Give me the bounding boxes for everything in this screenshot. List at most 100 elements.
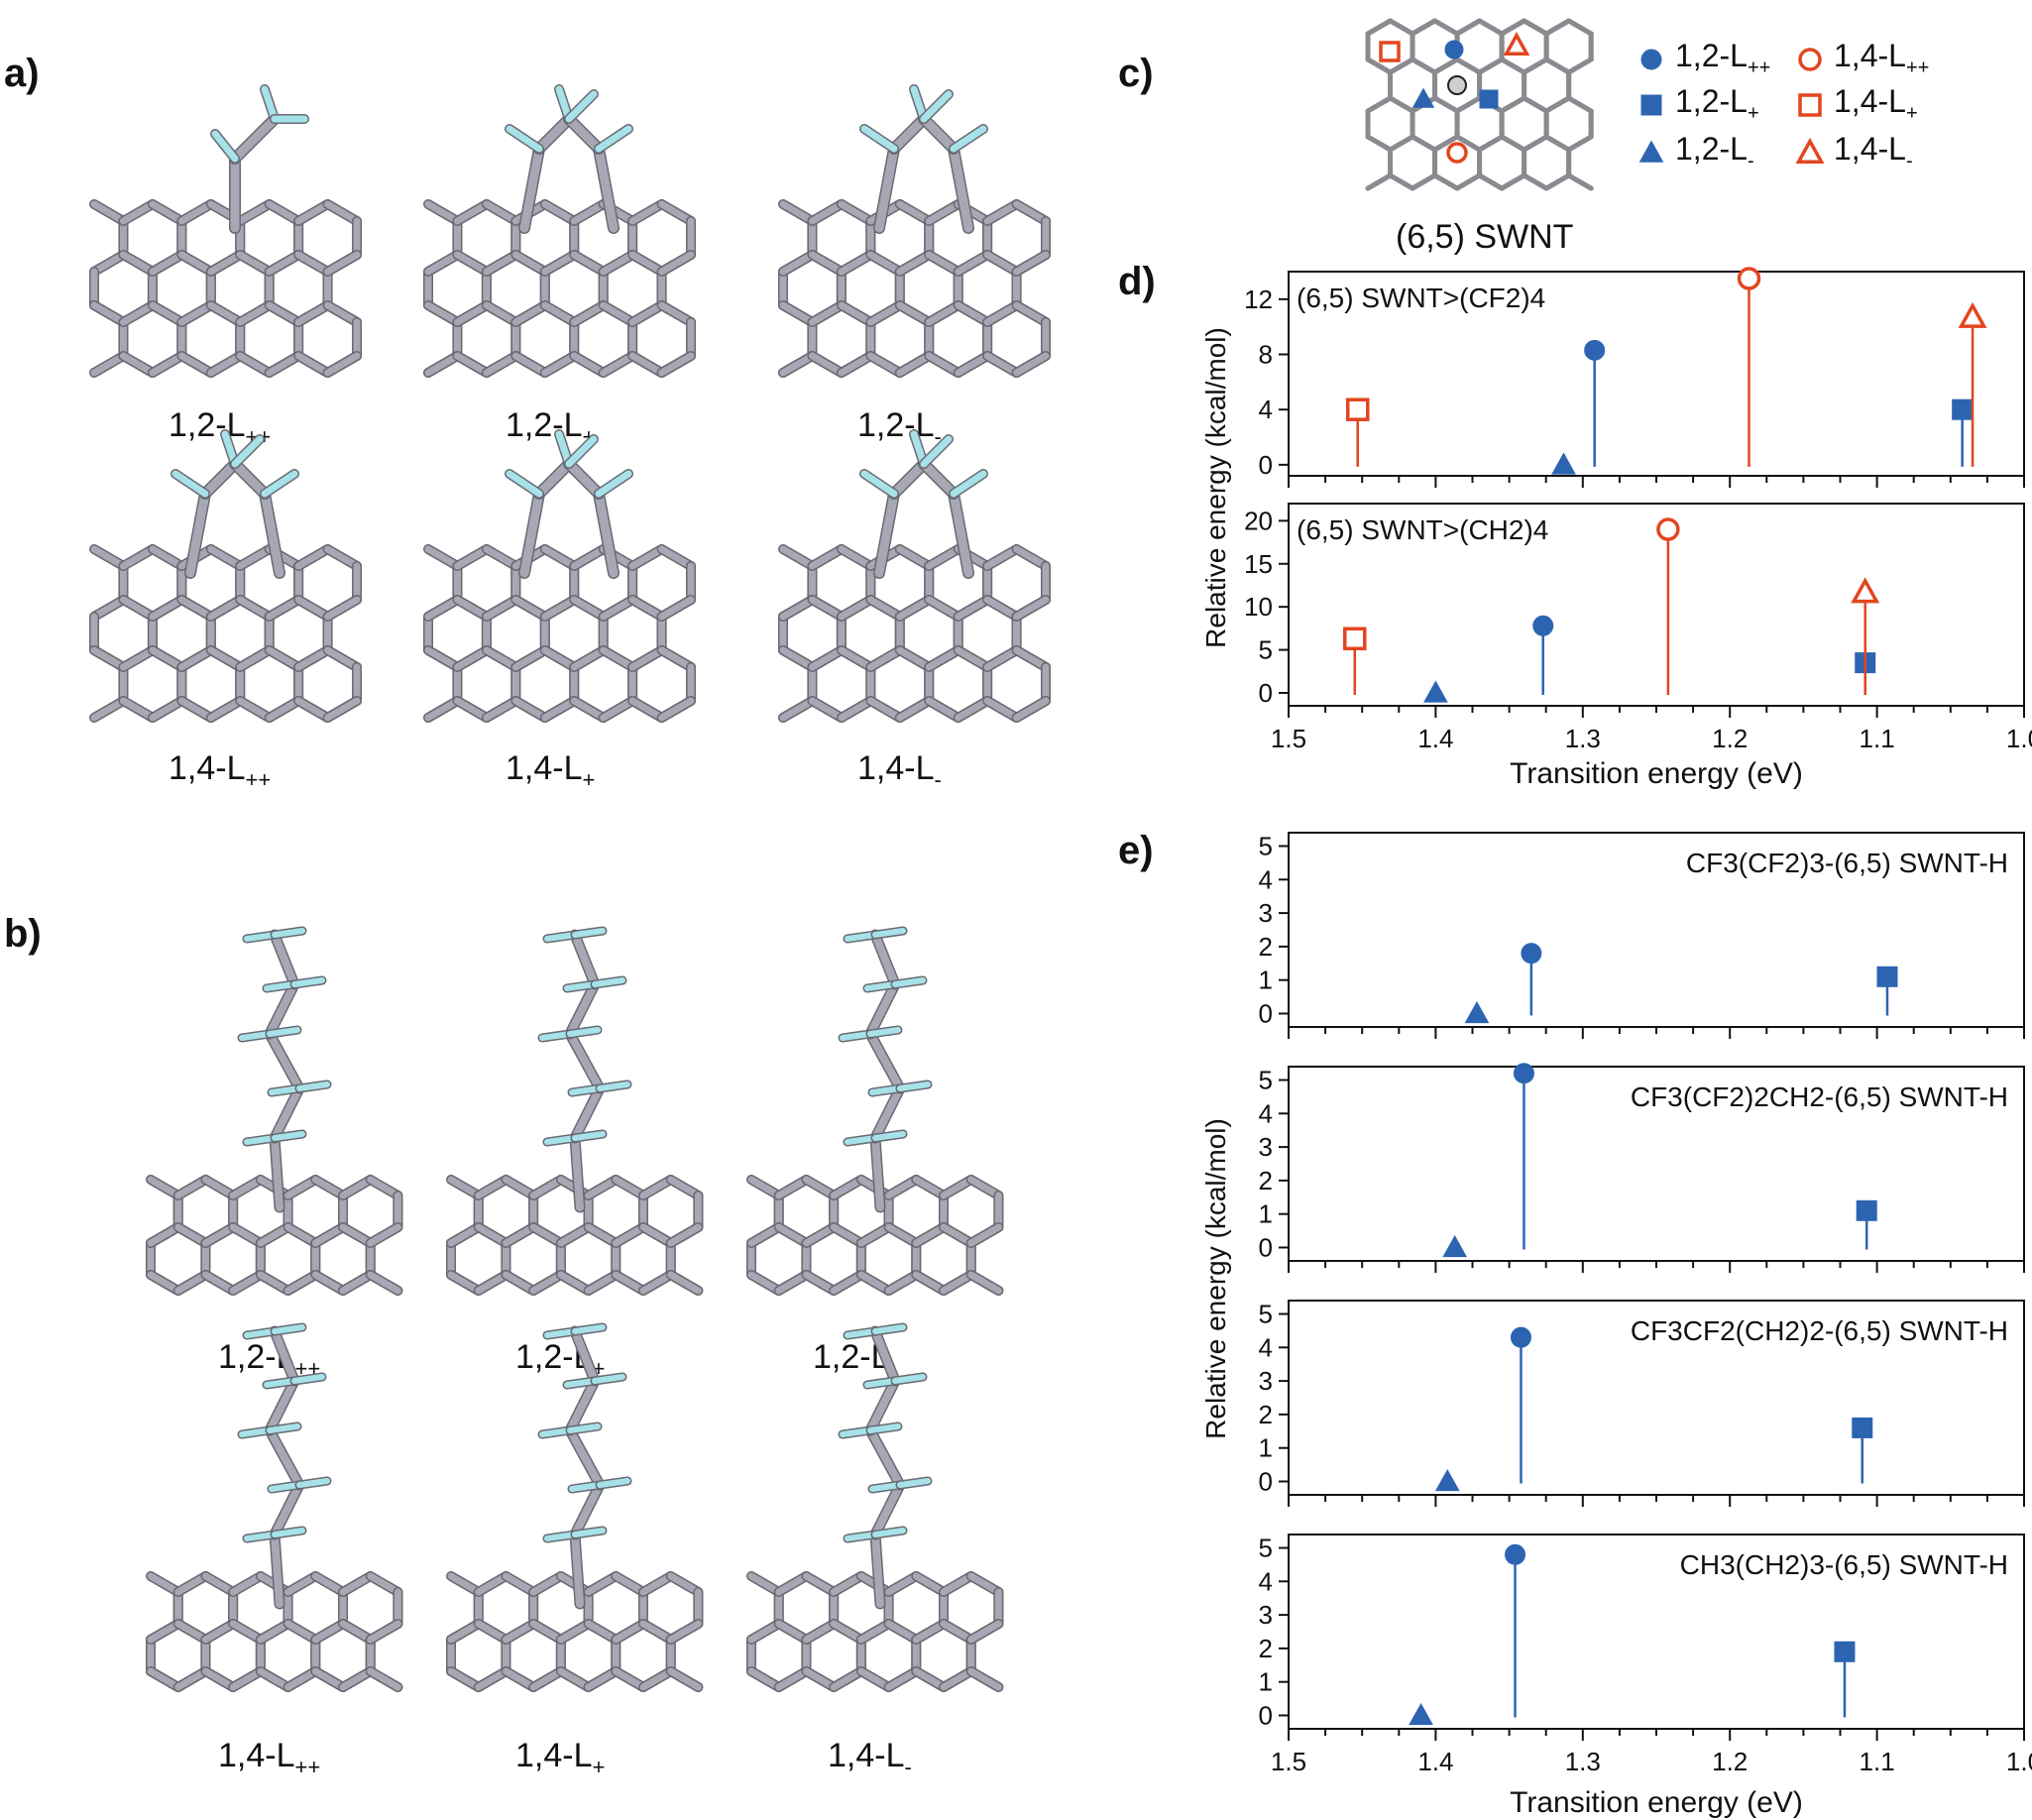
caption-a-12-Lpp: 1,2-L++ [169,406,271,449]
data-point-square [1952,398,1974,420]
y-tick-label: 2 [1259,1634,1273,1663]
x-tick-label: 1.1 [1860,724,1895,753]
y-tick-label: 4 [1259,1332,1273,1362]
legend-item-12-Lm: 1,2-L- [1637,131,1754,172]
y-tick-label: 5 [1259,1300,1273,1329]
data-point-triangle [1958,301,1987,328]
x-axis-label-d: Transition energy (eV) [1510,757,1803,790]
nanotube-lattice [146,1571,403,1692]
data-point-square [1856,1199,1877,1221]
data-point-triangle [1409,1702,1433,1726]
x-tick-label: 1.2 [1712,724,1748,753]
caption-b-14-Lm: 1,4-L- [828,1737,912,1779]
legend-label: 1,2-L++ [1675,38,1771,79]
caption-a-14-Lpp: 1,4-L++ [169,749,272,792]
x-tick-label: 1.1 [1860,1747,1895,1776]
y-tick-label: 0 [1259,450,1273,480]
legend-label: 1,4-L- [1834,131,1913,172]
y-tick-label: 3 [1259,1366,1273,1396]
y-tick-label: 5 [1259,635,1273,665]
y-tick-label: 0 [1259,998,1273,1028]
x-tick-label: 1.3 [1565,1747,1601,1776]
y-tick-label: 8 [1259,340,1273,370]
legend-label: 1,4-L+ [1834,83,1918,125]
y-axis-label-d: Relative energy (kcal/mol) [1200,327,1231,648]
y-tick-label: 3 [1259,898,1273,928]
y-tick-label: 20 [1244,506,1273,535]
data-point-square [1876,966,1898,987]
nanotube-lattice [89,199,363,378]
legend-marker [1798,48,1822,71]
y-tick-label: 0 [1259,1466,1273,1496]
caption-a-14-Lp: 1,4-L+ [506,749,596,792]
nanotube-lattice [89,544,363,723]
x-axis-label-e: Transition energy (eV) [1510,1786,1803,1819]
chart-title: CF3CF2(CH2)2-(6,5) SWNT-H [1631,1315,2008,1346]
triangle-marker-icon [1796,138,1824,165]
square-marker-icon [1640,94,1662,116]
nanotube-site-diagram [1365,18,1594,191]
caption-a-14-Lm: 1,4-L- [857,749,942,792]
y-tick-label: 1 [1259,966,1273,995]
attachment-site-atom [1447,75,1467,95]
y-tick-label: 0 [1259,1700,1273,1730]
nanotube-lattice [146,1175,403,1296]
y-tick-label: 3 [1259,1600,1273,1630]
data-point-triangle [1464,1000,1490,1024]
legend-item-14-Lp: 1,4-L+ [1796,83,1918,125]
data-point-circle [1510,1326,1531,1348]
data-point-circle [1521,943,1542,965]
triangle-marker-icon [1638,140,1664,163]
data-point-square [1852,1417,1873,1438]
data-point-triangle [1423,680,1448,703]
circle-marker-icon [1640,49,1662,70]
legend-marker [1640,94,1662,116]
y-tick-label: 0 [1259,678,1273,708]
panel-label-a: a) [4,52,40,95]
y-tick-label: 2 [1259,1400,1273,1429]
x-tick-label: 1.4 [1417,724,1453,753]
caption-a-12-Lm: 1,2-L- [857,406,942,449]
legend-label: 1,2-L+ [1675,83,1759,125]
nanotube-lattice [423,199,697,378]
site-marker [1444,40,1464,59]
legend-item-14-Lm: 1,4-L- [1796,131,1913,172]
nanotube-lattice [778,199,1052,378]
y-tick-label: 4 [1259,1098,1273,1128]
data-point-circle [1737,267,1761,290]
data-point-triangle [1434,1468,1460,1492]
x-tick-label: 1.3 [1565,724,1601,753]
legend-marker [1798,93,1822,117]
x-tick-label: 1.2 [1712,1747,1748,1776]
legend-marker [1638,140,1664,163]
y-tick-label: 4 [1259,864,1273,894]
panel-label-c: c) [1118,52,1154,95]
x-tick-label: 1.5 [1271,724,1306,753]
y-tick-label: 10 [1244,592,1273,622]
caption-c-swnt: (6,5) SWNT [1396,218,1574,256]
y-tick-label: 0 [1259,1232,1273,1262]
x-tick-label: 1.5 [1271,1747,1306,1776]
caption-b-14-Lp: 1,4-L+ [515,1737,606,1779]
data-point-square [1343,626,1367,651]
chart-title: (6,5) SWNT>(CF2)4 [1297,283,1545,313]
legend-item-12-Lp: 1,2-L+ [1637,83,1759,125]
caption-a-12-Lp: 1,2-L+ [506,406,596,449]
square-marker-icon [1798,93,1822,117]
legend-marker [1640,49,1662,70]
site-marker [1379,41,1401,62]
site-marker [1411,87,1435,108]
molecule-renderings [89,84,1052,1692]
nanotube-lattice [446,1175,704,1296]
legend-marker [1796,138,1824,165]
y-tick-label: 5 [1259,1534,1273,1563]
y-tick-label: 5 [1259,1066,1273,1095]
y-tick-label: 2 [1259,1166,1273,1195]
